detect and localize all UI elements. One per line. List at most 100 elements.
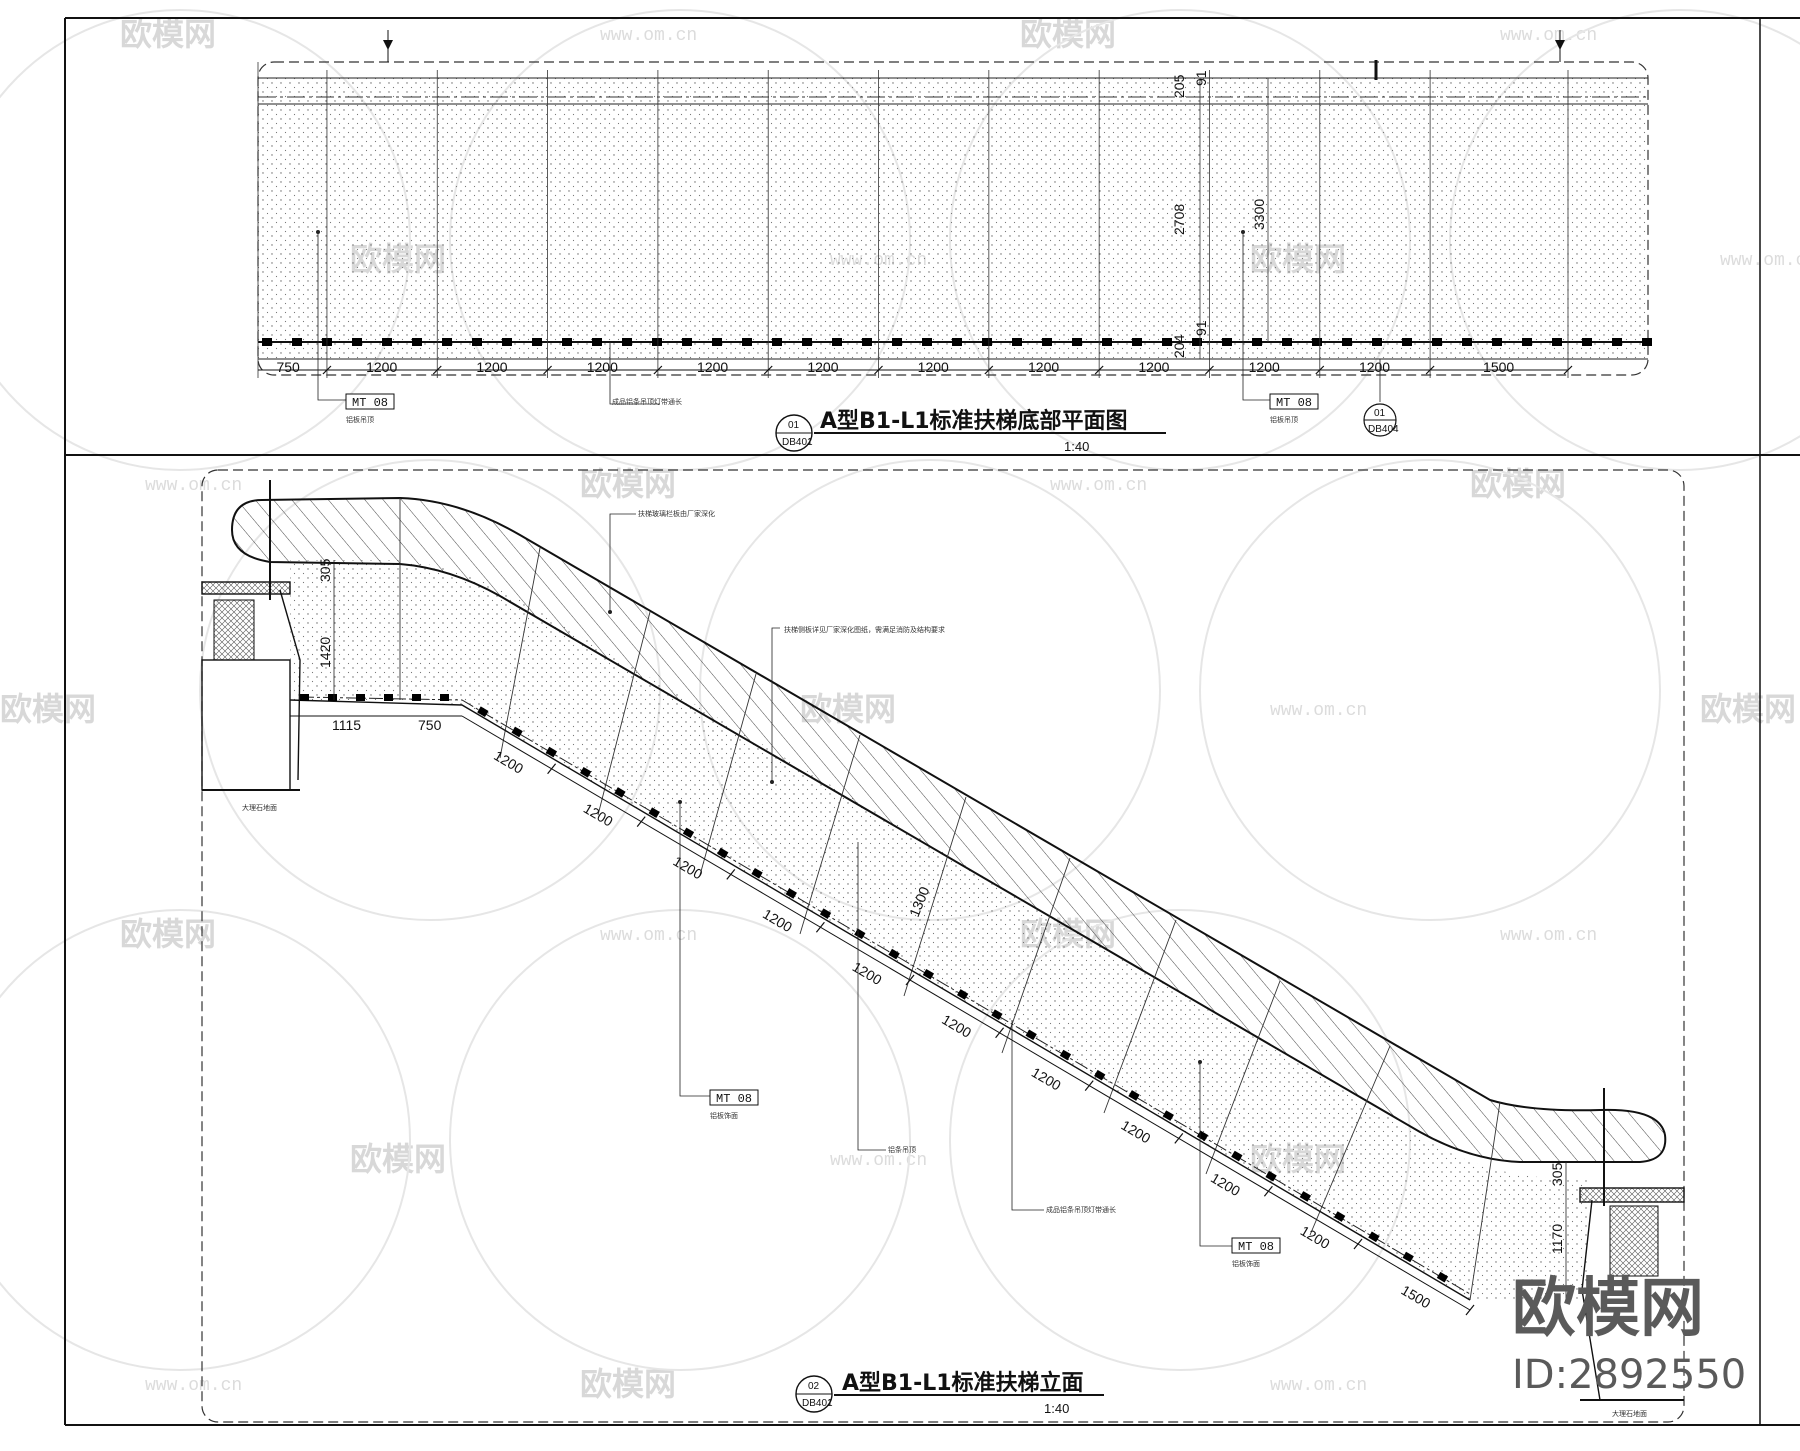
plan-dim-label: 1500 bbox=[1483, 359, 1514, 375]
plan-light-mark bbox=[1192, 338, 1202, 346]
plan-dim-label: 1200 bbox=[807, 359, 838, 375]
elev-title-bubble-top: 02 bbox=[808, 1381, 820, 1392]
elev-outline bbox=[201, 469, 1685, 1423]
watermark-brand: 欧模网 bbox=[120, 15, 216, 53]
elev-light-mark bbox=[717, 847, 729, 859]
plan-light-mark bbox=[1282, 338, 1292, 346]
plan-ref-bubble-bottom: DB404 bbox=[1368, 424, 1399, 435]
elev-slope-tick bbox=[1353, 1238, 1363, 1250]
elev-light-mark bbox=[648, 807, 660, 818]
plan-dim-v-4: 204 bbox=[1171, 334, 1187, 358]
plan-light-mark bbox=[1312, 338, 1322, 346]
plan-dim-label: 1200 bbox=[366, 359, 397, 375]
watermark-url: www.om.cn bbox=[1270, 1376, 1367, 1396]
elev-section-lines bbox=[399, 498, 1501, 1301]
elev-light-mark bbox=[511, 726, 523, 738]
watermark-url: www.om.cn bbox=[1270, 701, 1367, 721]
leader-dot-icon bbox=[678, 800, 682, 804]
plan-light-mark bbox=[1552, 338, 1562, 346]
elev-section-line bbox=[499, 547, 541, 759]
plan-light-mark bbox=[1522, 338, 1532, 346]
elev-dim-left-1: 305 bbox=[317, 558, 333, 582]
elev-section-line bbox=[799, 734, 861, 935]
plan-dim-label: 1200 bbox=[587, 359, 618, 375]
plan-tag-right-box bbox=[1269, 393, 1319, 410]
plan-light-mark bbox=[1342, 338, 1352, 346]
leader-dot-icon bbox=[1198, 1060, 1202, 1064]
watermark-brand: 欧模网 bbox=[580, 1365, 676, 1403]
elev-light-mark bbox=[1059, 1049, 1072, 1061]
elev-soffit-fill bbox=[290, 560, 1588, 1300]
plan-light-mark bbox=[1402, 338, 1412, 346]
elev-slope-dim-label: 1200 bbox=[850, 958, 885, 988]
elev-slope-dim-label: 1200 bbox=[491, 747, 526, 777]
elev-light-mark bbox=[956, 989, 969, 1000]
plan-title: A型B1-L1标准扶梯底部平面图 bbox=[820, 408, 1128, 434]
elev-light-mark bbox=[1265, 1170, 1277, 1182]
plan-note-left: 铝板吊顶 bbox=[346, 415, 374, 424]
plan-note-right: 铝板吊顶 bbox=[1270, 415, 1298, 424]
elev-light-mark bbox=[384, 694, 393, 701]
plan-light-mark bbox=[892, 338, 902, 346]
elev-note-lower2: 铝条吊顶 bbox=[888, 1145, 916, 1154]
elev-slope-tick bbox=[636, 816, 646, 827]
elev-slope-tick bbox=[1174, 1133, 1184, 1144]
plan-light-mark bbox=[622, 338, 632, 346]
plan-dim-label: 1200 bbox=[476, 359, 507, 375]
elev-slope-tick bbox=[547, 763, 557, 775]
watermark-brand: 欧模网 bbox=[0, 690, 96, 728]
plan-dim-label: 1200 bbox=[697, 359, 728, 375]
plan-dim-label: 1200 bbox=[1138, 359, 1169, 375]
elev-slope-tick bbox=[905, 974, 915, 986]
elev-slope-tick bbox=[1465, 1304, 1475, 1316]
plan-ref-bubble-top: 01 bbox=[1374, 408, 1386, 419]
elev-strip-marks bbox=[300, 694, 1449, 1283]
elev-note-floor-left: 大理石地面 bbox=[242, 803, 277, 812]
elev-slope-tick bbox=[1084, 1080, 1094, 1091]
plan-light-mark bbox=[352, 338, 362, 346]
brand-logo-large: 欧模网 bbox=[1512, 1272, 1704, 1346]
watermark-url: www.om.cn bbox=[1500, 26, 1597, 46]
plan-light-mark bbox=[832, 338, 842, 346]
leader-dot-icon bbox=[1241, 230, 1245, 234]
plan-title-bubble-bottom: DB401 bbox=[782, 437, 813, 448]
elev-slope-dim-label: 1200 bbox=[1118, 1117, 1153, 1147]
plan-light-mark bbox=[1012, 338, 1022, 346]
plan-light-mark bbox=[472, 338, 482, 346]
plan-light-mark bbox=[442, 338, 452, 346]
elev-section-line bbox=[1469, 1101, 1501, 1301]
plan-light-mark bbox=[922, 338, 932, 346]
watermark-arc bbox=[1199, 459, 1661, 921]
elev-section-line bbox=[597, 611, 651, 816]
elev-light-mark bbox=[1436, 1271, 1449, 1283]
plan-light-mark bbox=[652, 338, 662, 346]
elev-light-mark bbox=[1162, 1110, 1174, 1121]
elev-right-slab bbox=[1579, 1187, 1685, 1203]
elev-handrail-band bbox=[230, 496, 1667, 1163]
plan-light-mark bbox=[1462, 338, 1472, 346]
leader-dot-icon bbox=[770, 780, 774, 784]
elev-leader-tag-right bbox=[1199, 1062, 1232, 1247]
elev-light-mark bbox=[440, 694, 449, 701]
watermark-url: www.om.cn bbox=[145, 1376, 242, 1396]
axis-arrow-left-icon bbox=[383, 40, 393, 50]
elev-light-mark bbox=[477, 706, 489, 718]
elev-slope-dim-label: 1200 bbox=[581, 800, 616, 830]
elev-light-mark bbox=[751, 867, 763, 879]
elev-light-mark bbox=[819, 908, 832, 919]
elev-dim-right-1: 305 bbox=[1549, 1162, 1565, 1186]
plan-dim-v-2: 2708 bbox=[1171, 204, 1187, 235]
plan-soffit-fill bbox=[258, 78, 1648, 359]
plan-light-mark bbox=[742, 338, 752, 346]
elev-light-mark bbox=[300, 694, 309, 701]
elev-leader-mid bbox=[771, 627, 780, 782]
elev-tag-right-box bbox=[1231, 1237, 1281, 1254]
plan-title-bubble-top: 01 bbox=[788, 420, 800, 431]
plan-light-mark bbox=[772, 338, 782, 346]
plan-light-mark bbox=[1432, 338, 1442, 346]
elev-light-mark bbox=[1094, 1069, 1106, 1081]
plan-light-mark bbox=[382, 338, 392, 346]
elev-slope-tick bbox=[1263, 1185, 1273, 1197]
